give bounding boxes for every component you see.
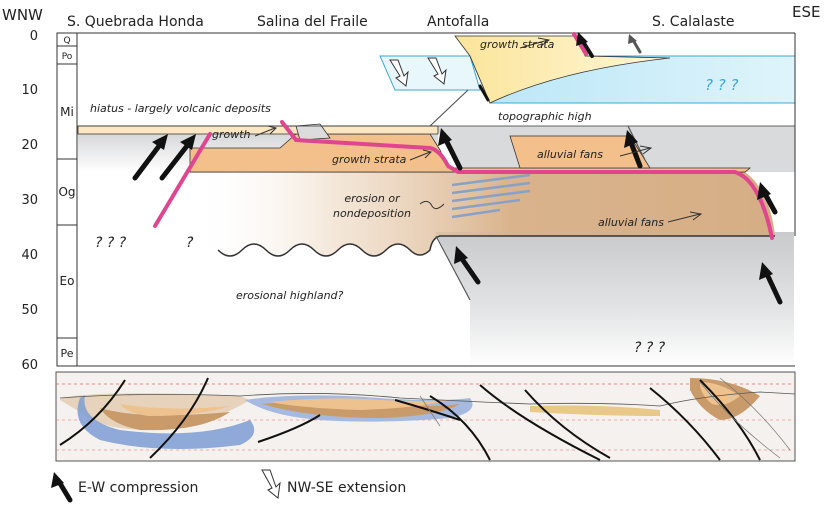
age-tick: 20: [21, 138, 38, 153]
bottom-question-label: ? ? ?: [634, 340, 666, 356]
locality-quebrada-honda: S. Quebrada Honda: [67, 14, 204, 30]
growth-label: growth: [212, 128, 251, 141]
locality-antofalla: Antofalla: [427, 14, 489, 30]
age-tick: 10: [21, 83, 38, 98]
locality-calalaste: S. Calalaste: [652, 14, 734, 30]
locality-salina-del-fraile: Salina del Fraile: [257, 14, 368, 30]
hiatus-label: hiatus - largely volcanic deposits: [90, 102, 271, 115]
erosion-label-line2: nondeposition: [333, 207, 411, 220]
age-tick: 40: [21, 248, 38, 263]
erosional-highland-label: erosional highland?: [236, 289, 344, 302]
compression-legend-label: E-W compression: [78, 480, 198, 496]
wnw-label: WNW: [2, 6, 43, 24]
main-panel: growth strata ? ? ? topographic high hia…: [77, 32, 796, 367]
growth-strata-mid-label: growth strata: [332, 153, 407, 166]
age-tick: 50: [21, 303, 38, 318]
tan-unit: [190, 172, 775, 256]
blue-question-label: ? ? ?: [705, 76, 738, 94]
left-question-label: ? ? ?: [95, 235, 127, 251]
legend: E-W compression NW-SE extension: [51, 469, 406, 503]
epoch-label: Og: [58, 185, 75, 199]
ese-label: ESE: [792, 3, 820, 21]
epoch-label: Q: [63, 36, 70, 46]
extension-legend-label: NW-SE extension: [287, 480, 406, 496]
compression-legend-icon: [51, 472, 73, 503]
cross-section-panel: [55, 371, 796, 462]
growth-strata-top-label: growth strata: [480, 38, 555, 51]
age-axis: 0 10 20 30 40 50 60: [21, 29, 38, 373]
single-question-label: ?: [186, 235, 194, 251]
age-tick: 60: [21, 358, 38, 373]
epoch-label: Mi: [60, 105, 74, 119]
epoch-label: Eo: [60, 274, 75, 288]
erosion-hatching: [451, 173, 531, 219]
topographic-high-label: topographic high: [498, 110, 592, 123]
extension-legend-icon: [261, 469, 281, 499]
extension-arrows: [389, 57, 447, 87]
epoch-column: Q Po Mi Og Eo Pe: [56, 32, 78, 367]
yellow-unit: [454, 35, 671, 104]
epoch-label: Pe: [60, 347, 73, 360]
compression-arrows: [132, 32, 783, 305]
epoch-label: Po: [62, 52, 73, 62]
age-tick: 30: [21, 193, 38, 208]
age-tick: 0: [30, 29, 38, 44]
alluvial-fans-lower-label: alluvial fans: [598, 216, 664, 229]
erosion-label-line1: erosion or: [344, 192, 401, 205]
alluvial-fans-upper-label: alluvial fans: [537, 148, 603, 161]
